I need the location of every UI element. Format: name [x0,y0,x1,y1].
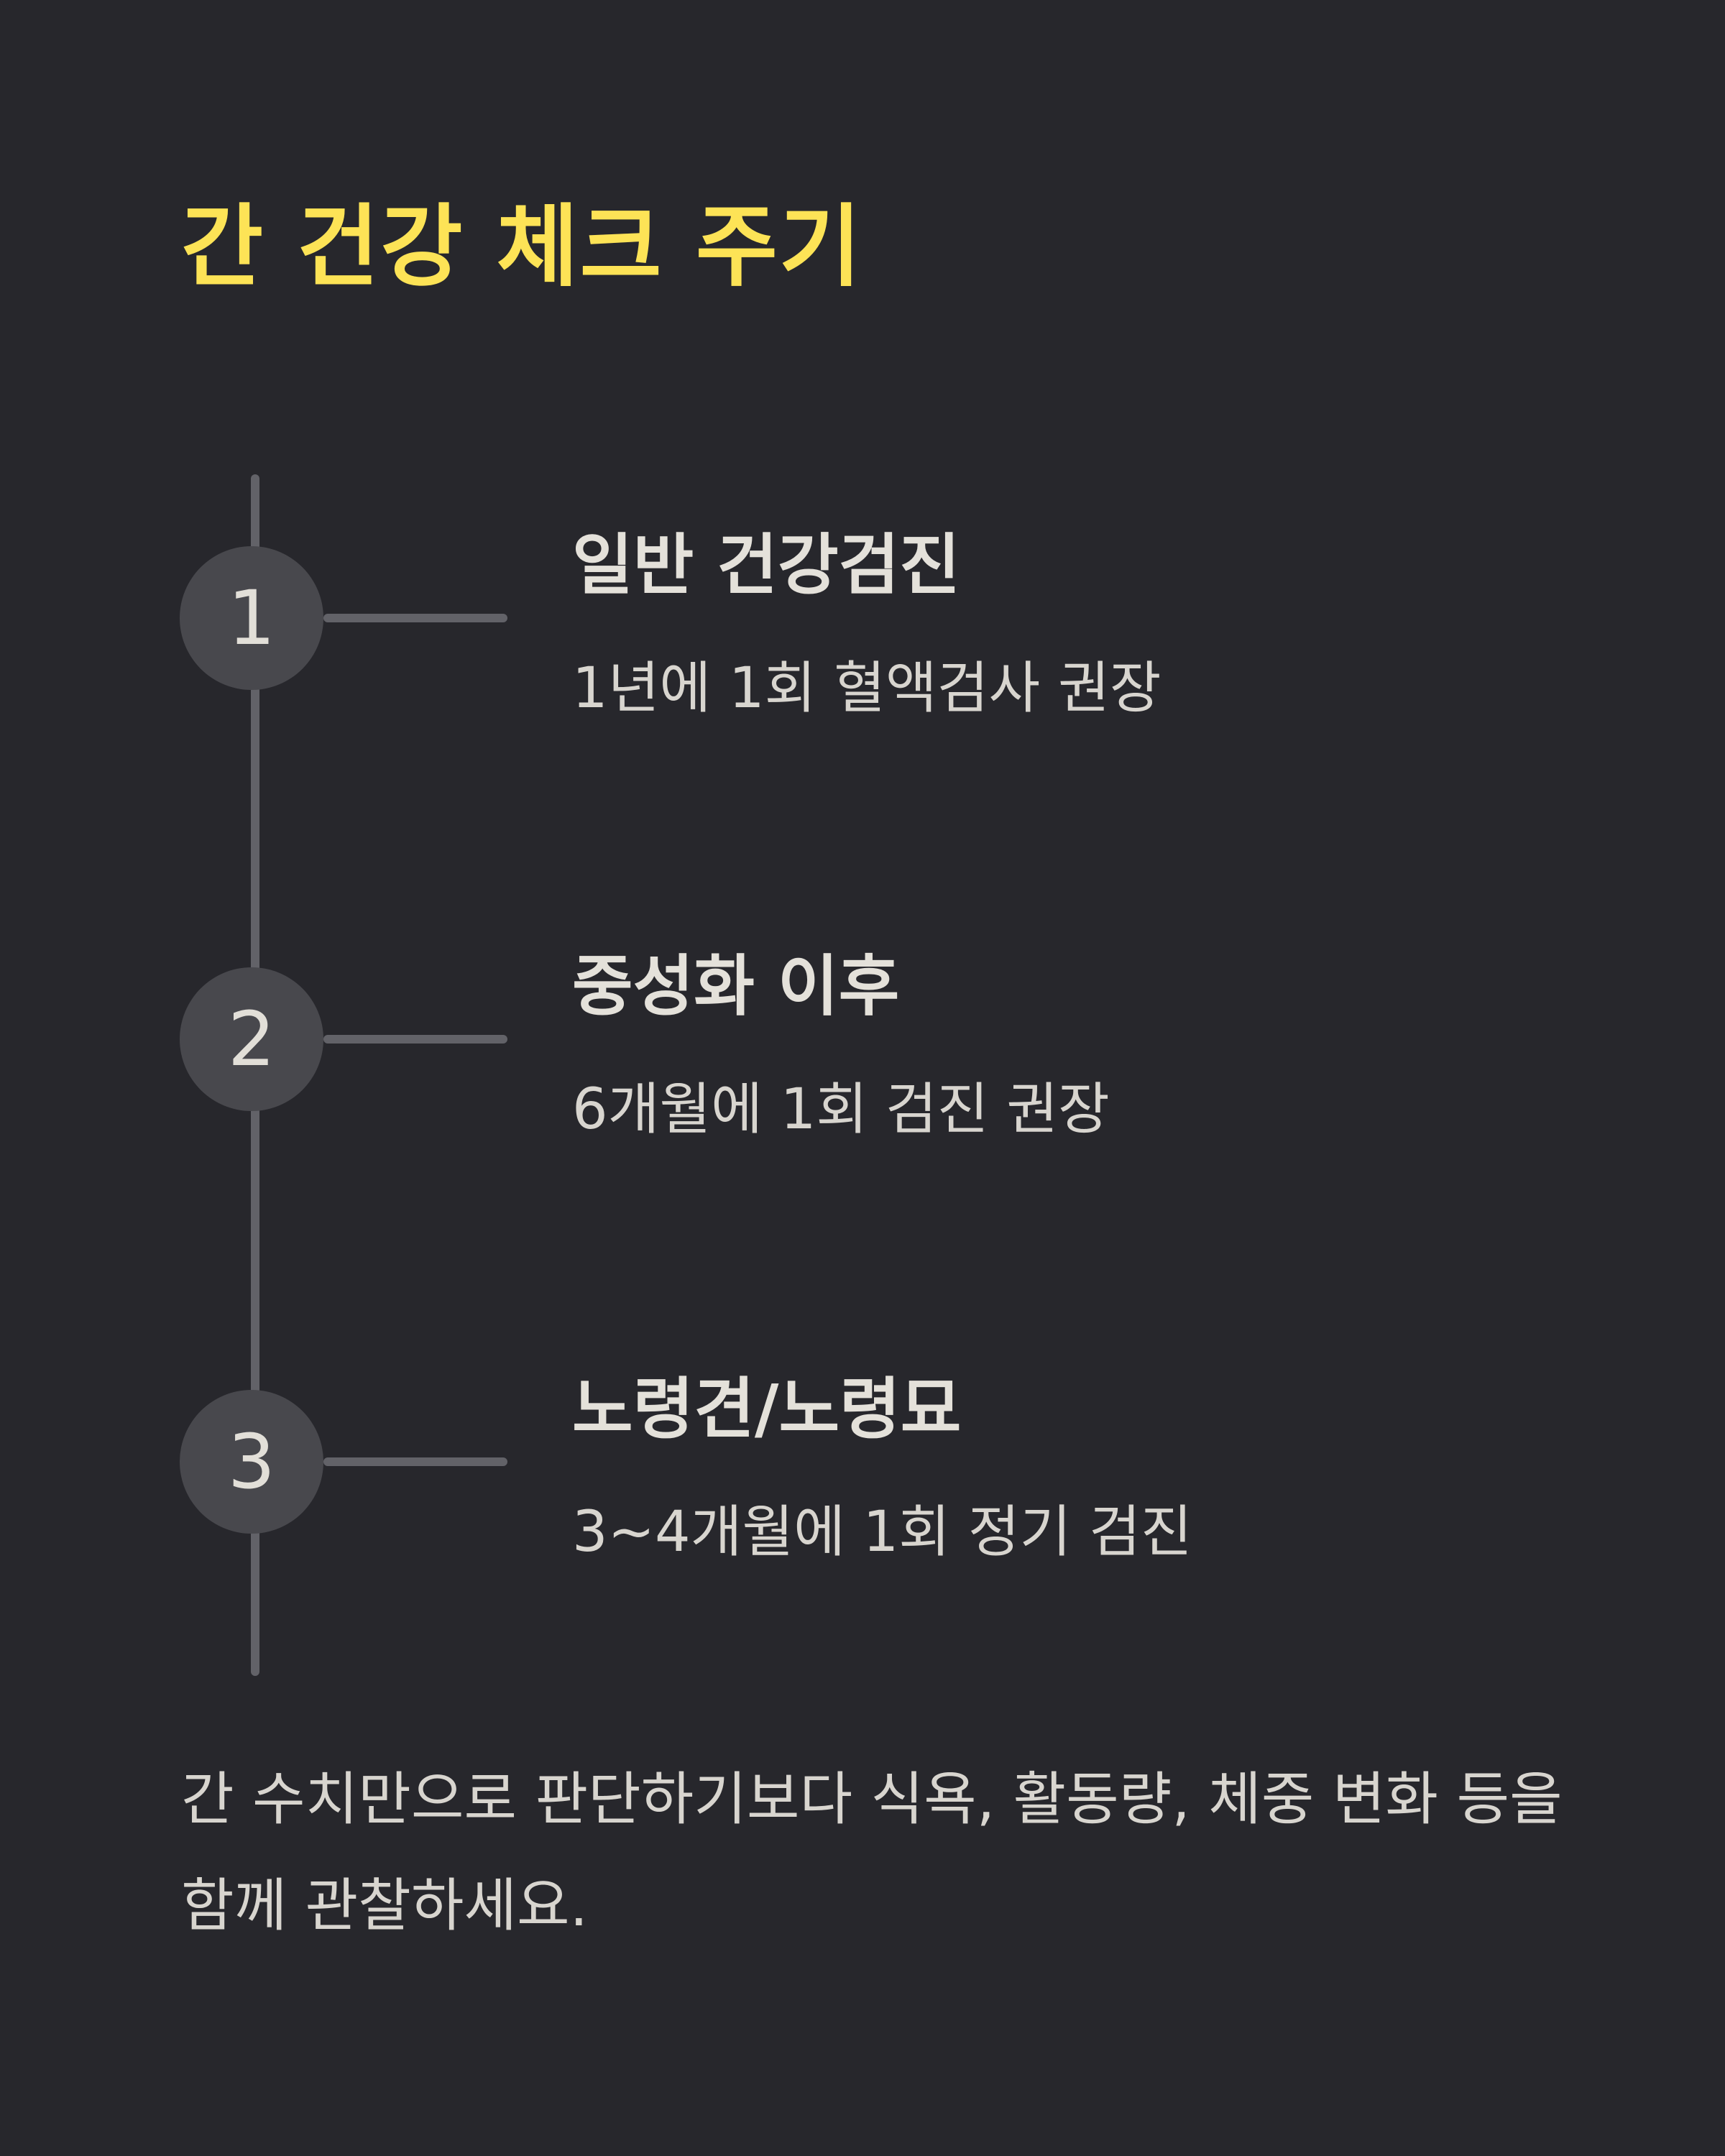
step-number-circle: 2 [180,967,323,1111]
step-description: 1년에 1회 혈액검사 권장 [572,656,1162,721]
step-number-circle: 1 [180,546,323,690]
step-description: 3~4개월에 1회 정기 검진 [572,1500,1192,1565]
step-number-circle: 3 [180,1390,323,1534]
step-connector [323,1035,507,1044]
step-heading: 일반 건강검진 [572,527,960,604]
page-title: 간 건강 체크 주기 [181,195,863,299]
step-connector [323,614,507,622]
step-connector [323,1457,507,1466]
step-description: 6개월에 1회 검진 권장 [572,1077,1110,1142]
step-heading: 노령견/노령묘 [572,1370,962,1447]
step-heading: 중성화 이후 [572,948,900,1025]
footnote: 간 수치만으로 판단하기보다 식욕, 활동량, 체중 변화 등을 함께 관찰하세… [181,1766,1563,1939]
